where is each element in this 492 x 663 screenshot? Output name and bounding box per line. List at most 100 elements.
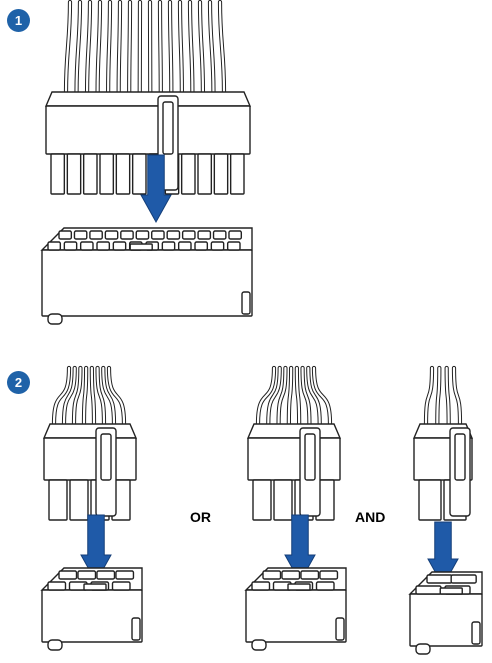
wire-fill <box>75 0 82 94</box>
plug-leg <box>50 153 66 195</box>
socket-body <box>409 593 483 647</box>
socket-pin <box>319 570 339 580</box>
plug-body <box>45 105 251 155</box>
plug-latch-inner <box>100 433 112 481</box>
plug-4pin <box>412 423 474 521</box>
wire-fill <box>436 366 441 426</box>
socket-tab <box>439 587 463 595</box>
plug-leg <box>273 479 293 521</box>
socket-4pin <box>408 571 483 655</box>
socket-side-clip <box>471 621 481 645</box>
socket-pin <box>89 230 103 240</box>
plug-cap <box>44 91 252 107</box>
wire-fill <box>301 366 311 426</box>
plug-8pin-b <box>246 423 342 521</box>
socket-8pin-b <box>244 567 347 651</box>
wire-fill <box>208 0 215 94</box>
plug-leg <box>197 153 213 195</box>
socket-body <box>41 589 143 643</box>
plug-leg <box>48 479 68 521</box>
plug-leg <box>99 153 115 195</box>
cable-8pin-b <box>255 365 333 427</box>
socket-side-clip <box>241 291 251 315</box>
plug-leg <box>115 153 131 195</box>
cable-24pin <box>63 0 227 95</box>
plug-latch-inner <box>162 101 174 155</box>
wire-fill <box>107 0 112 94</box>
wire-fill <box>295 366 301 426</box>
wire-fill <box>277 366 287 426</box>
socket-pin <box>96 241 111 251</box>
plug-cap <box>42 423 138 439</box>
insert-arrow-icon <box>140 154 172 224</box>
plug-leg <box>131 153 147 195</box>
wire-fill <box>178 0 183 94</box>
step-2-badge: 2 <box>7 371 30 394</box>
socket-pin <box>194 241 209 251</box>
wire-fill <box>287 366 293 426</box>
plug-leg <box>180 153 196 195</box>
socket-pin <box>104 230 119 240</box>
wire-fill <box>445 366 450 426</box>
plug-body <box>43 437 137 481</box>
socket-pin <box>197 230 212 240</box>
socket-pin <box>251 581 271 591</box>
wire-fill <box>52 366 71 426</box>
socket-pin <box>58 570 78 580</box>
wire-fill <box>198 0 205 94</box>
socket-pin <box>212 230 227 240</box>
plug-leg <box>69 479 89 521</box>
wire-fill <box>267 366 281 426</box>
plug-leg <box>82 153 98 195</box>
socket-foot <box>251 639 267 651</box>
socket-pin <box>47 581 67 591</box>
socket-pin <box>96 570 116 580</box>
or-label: OR <box>190 509 211 525</box>
wire-fill <box>90 366 96 426</box>
socket-pin <box>262 570 282 580</box>
cable-4pin <box>423 365 463 427</box>
wire-fill <box>452 366 462 426</box>
socket-side-clip <box>131 617 141 641</box>
socket-pin <box>281 570 301 580</box>
socket-pin <box>177 241 192 251</box>
wire-fill <box>256 366 276 426</box>
socket-pin <box>426 574 453 584</box>
plug-leg <box>213 153 229 195</box>
plug-cap <box>246 423 342 439</box>
wire-fill <box>62 366 76 426</box>
socket-body <box>41 249 253 317</box>
wire-fill <box>102 366 116 426</box>
socket-pin <box>226 241 241 251</box>
plug-latch-inner <box>304 433 316 481</box>
socket-pin <box>315 581 335 591</box>
socket-pin <box>228 230 243 240</box>
socket-pin <box>450 574 477 584</box>
wire-fill <box>96 0 102 94</box>
wire-fill <box>107 366 126 426</box>
cable-8pin-a <box>51 365 127 427</box>
socket-side-clip <box>335 617 345 641</box>
wire-fill <box>312 366 332 426</box>
socket-tab <box>83 583 107 591</box>
plug-body <box>247 437 341 481</box>
socket-pin <box>73 230 88 240</box>
socket-pin <box>115 570 135 580</box>
wire-fill <box>424 366 434 426</box>
socket-pin <box>77 570 97 580</box>
socket-pin <box>415 585 442 595</box>
wire-fill <box>64 0 72 94</box>
socket-pin <box>111 581 131 591</box>
wire-fill <box>72 366 82 426</box>
wire-fill <box>218 0 226 94</box>
socket-foot <box>47 313 63 325</box>
socket-24pin <box>40 227 253 325</box>
wire-fill <box>85 0 92 94</box>
step-1-badge: 1 <box>7 9 30 32</box>
plug-leg <box>252 479 272 521</box>
socket-tab <box>287 583 311 591</box>
socket-pin <box>161 241 176 251</box>
and-label: AND <box>355 509 386 525</box>
socket-pin <box>58 230 73 240</box>
